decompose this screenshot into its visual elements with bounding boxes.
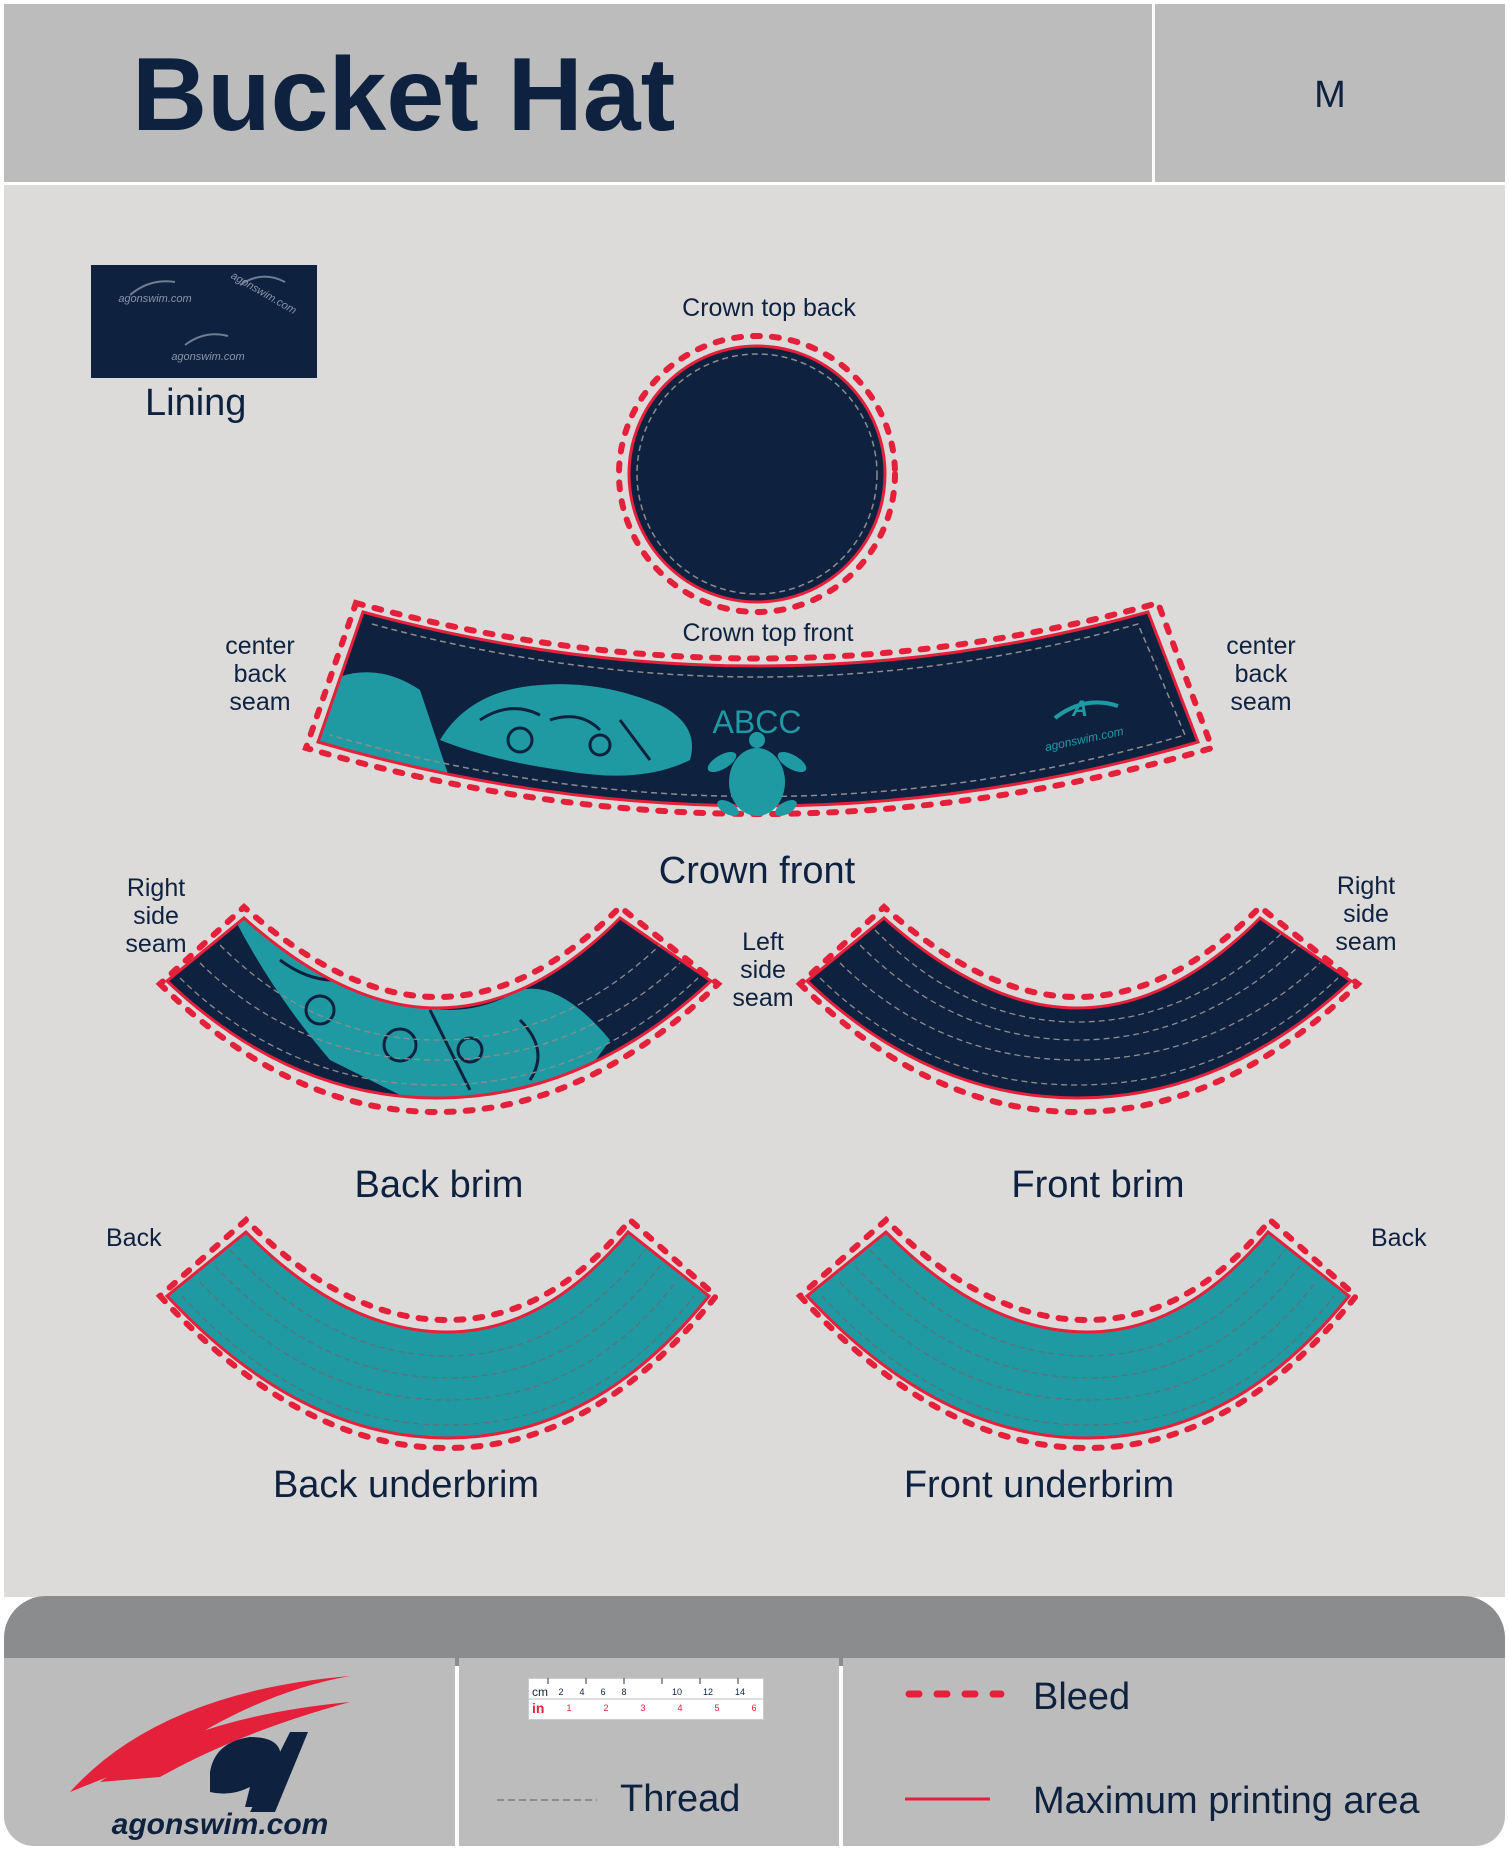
pattern-pieces: agonswim.com agonswim.com agonswim.com A… (91, 265, 1363, 1452)
size-label: M (1314, 74, 1346, 116)
crown-top-circle (616, 333, 898, 615)
front-underbrim (795, 1215, 1361, 1452)
svg-text:4: 4 (579, 1687, 584, 1697)
svg-text:5: 5 (714, 1703, 719, 1713)
thread-label: Thread (620, 1778, 741, 1820)
turtle-artwork (318, 672, 692, 806)
svg-text:1: 1 (566, 1703, 571, 1713)
lining-label: Lining (145, 382, 247, 424)
footer-top-bar (4, 1596, 1505, 1666)
footer-legend-cell (843, 1658, 1505, 1846)
crown-front-label: Crown front (658, 850, 856, 892)
svg-text:4: 4 (677, 1703, 682, 1713)
turtle-icon (707, 732, 807, 816)
back-underbrim (155, 1215, 721, 1452)
ruler-in-label: in (532, 1700, 544, 1716)
back-brim-turtle-artwork (230, 918, 610, 1098)
max-print-swatch (905, 1797, 990, 1801)
svg-text:12: 12 (703, 1687, 713, 1697)
ruler-icon: cm 2 4 6 8 10 12 14 in 1 2 3 4 5 6 (528, 1678, 764, 1720)
agonswim-logo-icon: agonswim.com (70, 1676, 350, 1841)
svg-text:14: 14 (735, 1687, 745, 1697)
lining-logo-text: agonswim.com (118, 293, 191, 305)
svg-text:3: 3 (640, 1703, 645, 1713)
crown-top-front-label: Crown top front (682, 619, 854, 647)
lining-logo-text-3: agonswim.com (171, 351, 244, 363)
svg-text:6: 6 (600, 1687, 605, 1697)
svg-text:2: 2 (603, 1703, 608, 1713)
svg-text:8: 8 (621, 1687, 626, 1697)
lining-swatch: agonswim.com agonswim.com agonswim.com (91, 265, 317, 378)
back-underbrim-label: Back underbrim (272, 1464, 540, 1506)
header-size-bar (1155, 4, 1505, 182)
crown-top-back-label: Crown top back (682, 294, 856, 322)
ruler-cm-label: cm (532, 1685, 548, 1699)
bleed-label: Bleed (1033, 1676, 1131, 1718)
back-brim (155, 902, 723, 1116)
back-brim-label: Back brim (354, 1164, 524, 1206)
svg-text:2: 2 (558, 1687, 563, 1697)
brand-text: agonswim.com (112, 1808, 329, 1841)
thread-swatch (497, 1799, 597, 1801)
page-title: Bucket Hat (132, 37, 676, 153)
front-brim (795, 902, 1363, 1116)
front-brim-label: Front brim (1011, 1164, 1185, 1206)
svg-text:A: A (1071, 696, 1088, 721)
svg-text:10: 10 (672, 1687, 682, 1697)
header-title-bar (4, 4, 1152, 182)
bleed-swatch (905, 1690, 1005, 1698)
max-print-label: Maximum printing area (1033, 1780, 1420, 1822)
back-marker-left: Back (106, 1224, 162, 1252)
front-underbrim-label: Front underbrim (903, 1464, 1175, 1506)
svg-text:6: 6 (751, 1703, 756, 1713)
back-marker-right: Back (1371, 1224, 1427, 1252)
